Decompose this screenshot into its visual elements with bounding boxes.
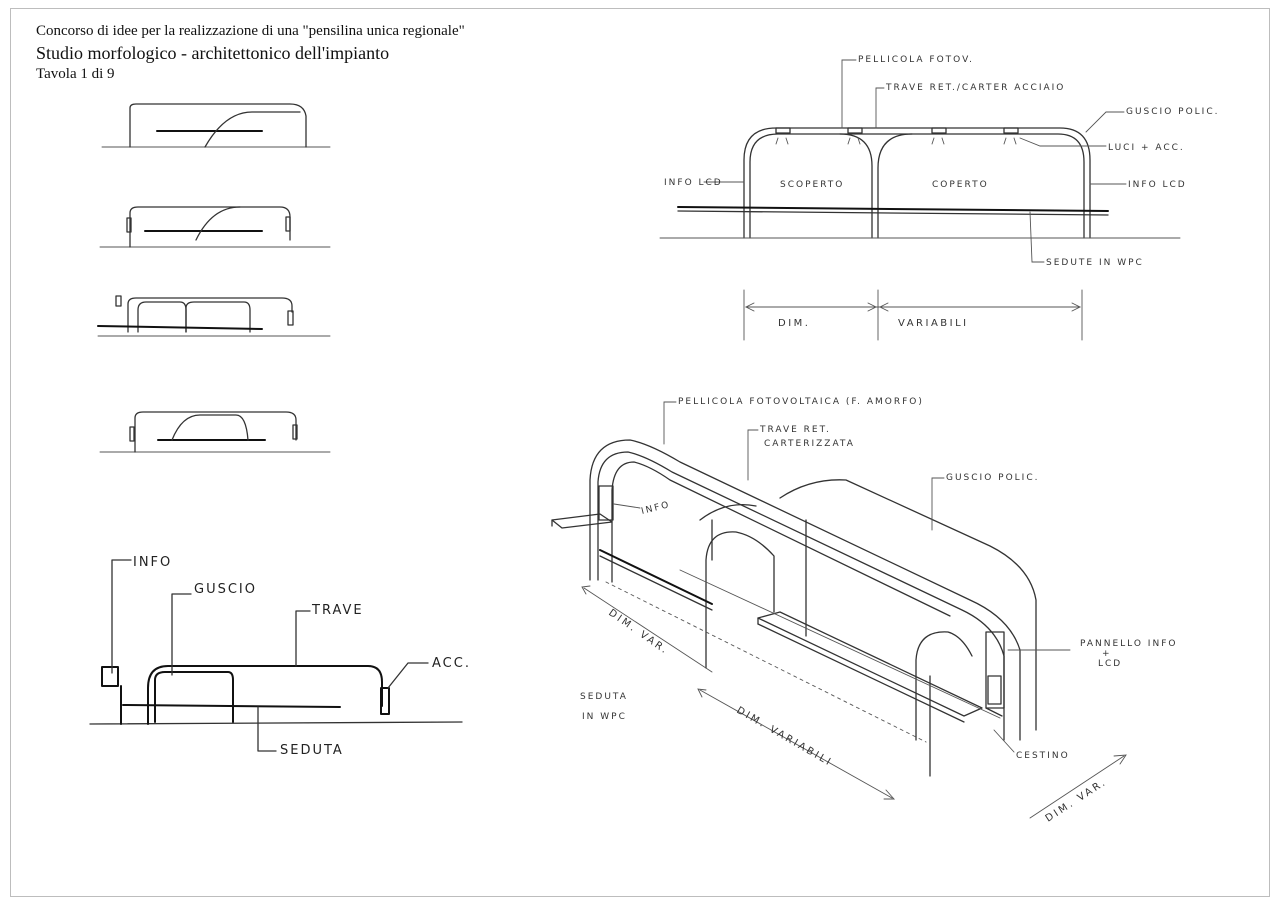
label-info-persp: INFO <box>640 500 671 517</box>
label-in-wpc: IN WPC <box>582 712 627 722</box>
label-pellicola-fotovoltaica: PELLICOLA FOTOVOLTAICA (F. AMORFO) <box>678 397 924 407</box>
sketch-variant-2 <box>99 206 331 248</box>
sketch-variant-4 <box>99 411 331 453</box>
sketch-variant-3 <box>97 295 331 337</box>
label-dim-var-left: DIM. VAR. <box>606 607 670 657</box>
label-sedute-wpc: SEDUTE IN WPC <box>1046 258 1144 268</box>
sketch-variant-1 <box>101 103 331 148</box>
label-guscio-polic-persp: GUSCIO POLIC. <box>946 473 1039 483</box>
label-scoperto: SCOPERTO <box>780 180 844 190</box>
label-trave-carter: TRAVE RET./CARTER ACCIAIO <box>885 83 1065 93</box>
label-info-lcd-left: INFO LCD <box>664 178 723 188</box>
label-info: INFO <box>133 555 172 570</box>
label-carterizzata: CARTERIZZATA <box>764 439 855 449</box>
front-elevation-sketch <box>659 59 1181 341</box>
label-cestino: CESTINO <box>1016 751 1070 761</box>
label-pannello-lcd: LCD <box>1098 659 1122 669</box>
label-luci-acc: LUCI + ACC. <box>1108 143 1185 153</box>
label-dim: DIM. <box>778 318 810 329</box>
sheet-header: Concorso di idee per la realizzazione di… <box>36 22 465 84</box>
label-acc: ACC. <box>432 656 471 671</box>
label-pannello-plus: + <box>1102 649 1112 659</box>
competition-title: Concorso di idee per la realizzazione di… <box>36 23 465 39</box>
label-guscio: GUSCIO <box>194 582 257 597</box>
label-dim-var-right: DIM. VAR. <box>1044 777 1109 825</box>
label-guscio-polic: GUSCIO POLIC. <box>1126 107 1219 117</box>
label-pannello-info: PANNELLO INFO <box>1080 639 1177 649</box>
label-seduta: SEDUTA <box>280 743 344 758</box>
perspective-sketch <box>551 401 1127 819</box>
label-trave: TRAVE <box>311 603 364 618</box>
small-elevation-sketch <box>89 559 463 752</box>
label-pellicola-fotov: PELLICOLA FOTOV. <box>858 55 974 65</box>
label-info-lcd-right: INFO LCD <box>1128 180 1187 190</box>
label-seduta-persp: SEDUTA <box>580 692 628 702</box>
sheet-number: Tavola 1 di 9 <box>36 66 115 82</box>
label-variabili: VARIABILI <box>898 318 969 329</box>
label-coperto: COPERTO <box>932 180 989 190</box>
label-dim-variabili: DIM. VARIABILI <box>735 705 835 769</box>
label-trave-ret: TRAVE RET. <box>759 425 831 435</box>
drawing-sheet <box>10 8 1270 897</box>
study-title: Studio morfologico - architettonico dell… <box>36 43 390 63</box>
